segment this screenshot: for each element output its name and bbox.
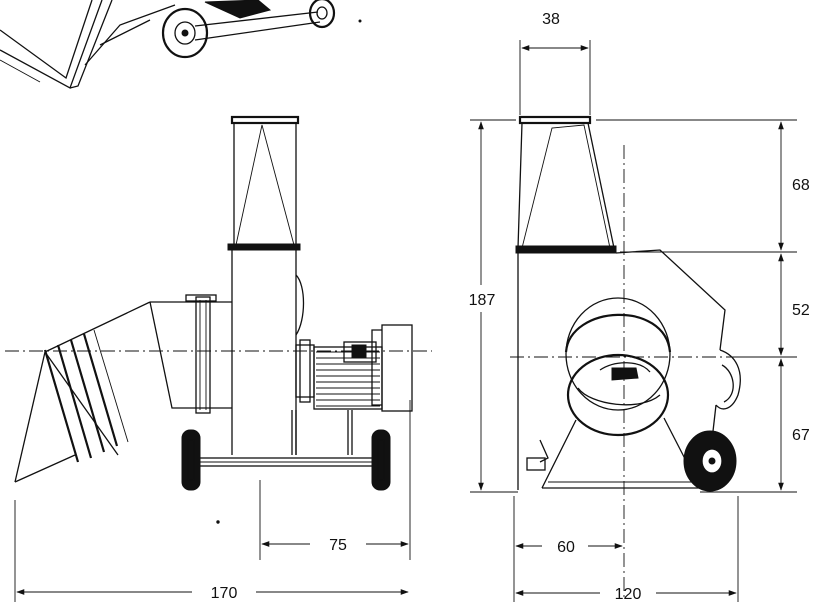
front-view-dimensions: 38 68 52 67 187 60 120	[469, 11, 810, 602]
dim-60: 60	[557, 539, 575, 556]
side-view	[5, 115, 432, 524]
dim-187: 187	[469, 292, 496, 309]
dim-68: 68	[792, 177, 810, 194]
speck	[358, 19, 362, 23]
side-view-dimensions: 75 170	[14, 400, 411, 602]
dim-75: 75	[329, 537, 347, 554]
dim-38: 38	[542, 11, 560, 28]
dim-67: 67	[792, 427, 810, 444]
dim-120: 120	[615, 586, 642, 602]
front-view	[510, 115, 795, 600]
dim-170: 170	[211, 585, 238, 602]
dim-52: 52	[792, 302, 810, 319]
perspective-view-fragment	[0, 0, 336, 89]
